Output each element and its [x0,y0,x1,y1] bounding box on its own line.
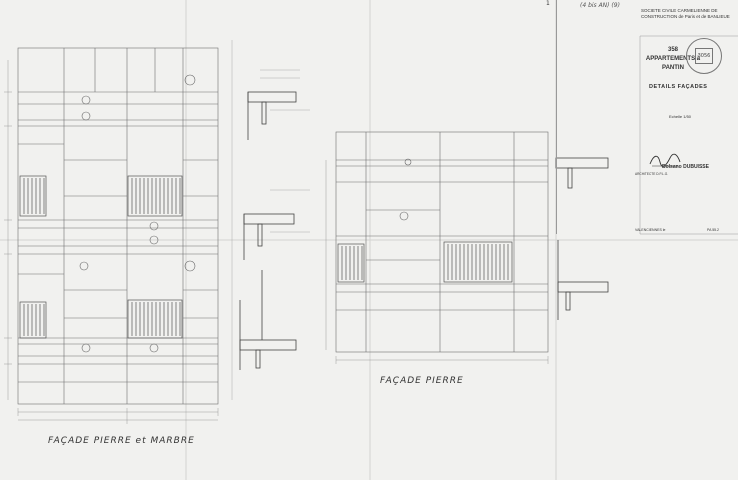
sheet-number: 1 [546,0,550,7]
title-block: SOCIETE CIVILE CARMELIENNE DE CONSTRUCTI… [556,0,738,234]
elevation-right [335,131,549,353]
scale-text: Echelle 1/50 [669,114,692,119]
balcony-railings-right [337,241,513,283]
title-block-lines [639,35,738,235]
stamp-number: 3056 [695,48,713,64]
dimension-lines-right [325,160,549,364]
header-reference: (4 bis AN) (9) [580,2,620,9]
label-facade-pierre-marbre: FAÇADE PIERRE et MARBRE [48,436,195,446]
footer-date: VALENCIENNES le [635,228,666,232]
label-facade-pierre: FAÇADE PIERRE [380,376,464,386]
elevation-left [17,47,219,405]
sheet-title: DETAILS FAÇADES [649,84,708,90]
footer-reference: PA 55.2 [707,228,720,232]
architect-name: Bolsano DUBUISSE [662,164,709,170]
project-title: 358 APPARTEMENTS à PANTIN [645,47,701,71]
architect-details: ARCHITECTE D.P.L.G. [635,172,669,176]
section-details-middle [239,91,297,370]
company-name: SOCIETE CIVILE CARMELIENNE DE CONSTRUCTI… [641,8,730,19]
section-details-right [555,157,609,320]
dimension-lines-left [4,60,219,424]
approval-stamp-icon: 3056 [686,38,722,74]
section-leader-lines [231,40,310,400]
signature-icon [649,153,681,167]
callout-circles-right [399,158,412,221]
balcony-railings-left [19,175,183,339]
callout-circles-left [79,74,196,353]
